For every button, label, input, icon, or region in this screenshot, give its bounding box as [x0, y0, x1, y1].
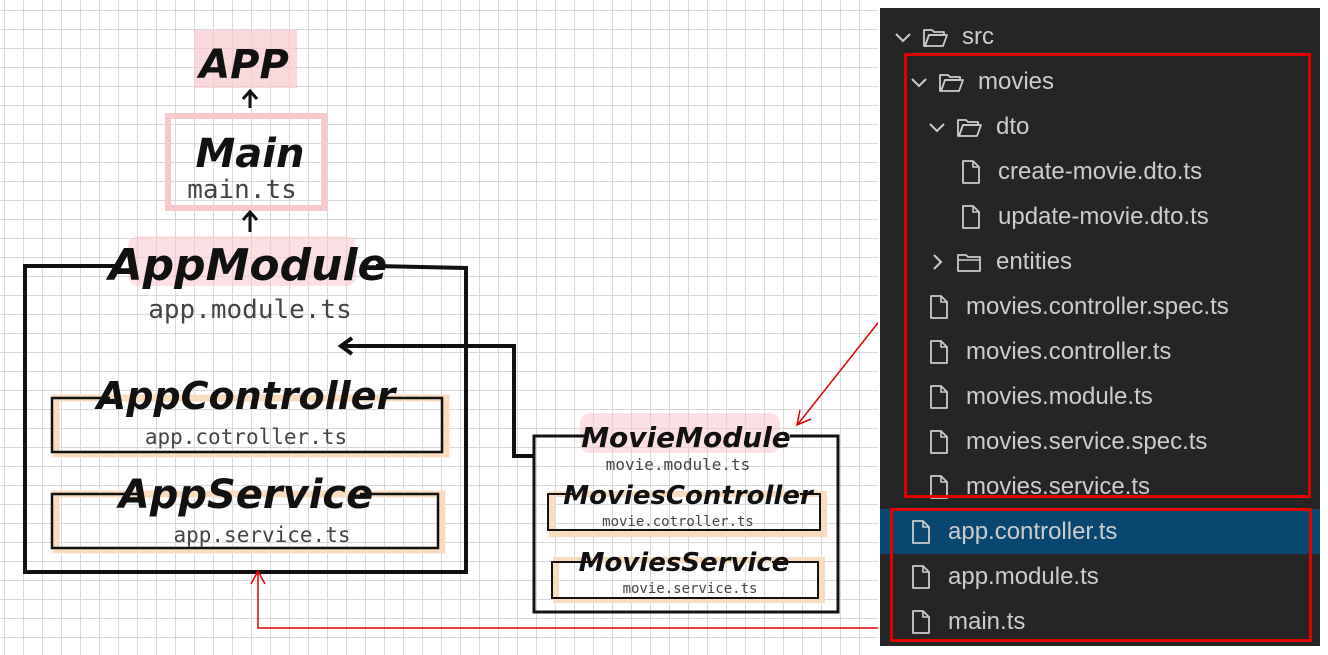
tree-item-label: app.module.ts — [948, 562, 1099, 590]
file-icon — [926, 474, 952, 500]
chevron-right-icon[interactable] — [926, 251, 948, 273]
appcontroller-box — [50, 394, 450, 458]
arrow-moviemodule-to-appmodule — [337, 336, 534, 458]
tree-item-label: src — [962, 22, 994, 50]
folder-item-dto[interactable]: dto — [880, 104, 1320, 149]
moviemodule-file: movie.module.ts — [606, 455, 751, 474]
folder-item-movies[interactable]: movies — [880, 59, 1320, 104]
chevron-down-icon[interactable] — [926, 116, 948, 138]
file-icon — [926, 384, 952, 410]
tree-item-label: movies.service.spec.ts — [966, 427, 1208, 455]
app-title: APP — [196, 42, 289, 88]
tree-item-label: update-movie.dto.ts — [998, 202, 1209, 230]
appmodule-highlight — [128, 236, 356, 286]
file-icon — [926, 339, 952, 365]
file-item-main-ts[interactable]: main.ts — [880, 599, 1320, 644]
file-item-movies-controller-ts[interactable]: movies.controller.ts — [880, 329, 1320, 374]
tree-item-label: entities — [996, 247, 1073, 275]
red-arrow-app-files — [250, 569, 878, 629]
file-item-movies-controller-spec-ts[interactable]: movies.controller.spec.ts — [880, 284, 1320, 329]
folder-open-icon — [938, 69, 964, 95]
arrow-main-to-app — [241, 88, 259, 108]
folder-open-icon — [922, 24, 948, 50]
file-item-movies-service-spec-ts[interactable]: movies.service.spec.ts — [880, 419, 1320, 464]
file-icon — [908, 519, 934, 545]
tree-item-label: movies.service.ts — [966, 472, 1151, 500]
file-item-movies-module-ts[interactable]: movies.module.ts — [880, 374, 1320, 419]
tree-item-label: movies.module.ts — [966, 382, 1153, 410]
moviemodule-title: MovieModule — [581, 421, 791, 454]
diagram-canvas: APP Main main.ts AppModule app.module.ts… — [23, 30, 878, 629]
chevron-down-icon[interactable] — [892, 26, 914, 48]
file-icon — [926, 294, 952, 320]
appservice-title: AppService — [116, 472, 374, 518]
moviesservice-file: movie.service.ts — [623, 581, 758, 597]
tree-item-label: movies.controller.spec.ts — [966, 292, 1229, 320]
appcontroller-title: AppController — [94, 374, 398, 418]
file-item-create-movie-dto-ts[interactable]: create-movie.dto.ts — [880, 149, 1320, 194]
file-icon — [958, 204, 984, 230]
file-item-app-module-ts[interactable]: app.module.ts — [880, 554, 1320, 599]
architecture-diagram: APP Main main.ts AppModule app.module.ts… — [0, 0, 878, 655]
main-file: main.ts — [187, 175, 297, 205]
appmodule-frame — [23, 264, 468, 574]
moviescontroller-title: MoviesController — [563, 481, 815, 511]
folder-open-icon — [956, 114, 982, 140]
appmodule-file: app.module.ts — [148, 295, 352, 325]
folder-item-entities[interactable]: entities — [880, 239, 1320, 284]
file-item-movies-service-ts[interactable]: movies.service.ts — [880, 464, 1320, 509]
tree-item-label: movies.controller.ts — [966, 337, 1172, 365]
moviesservice-title: MoviesService — [579, 548, 790, 578]
tree-item-label: main.ts — [948, 607, 1026, 635]
file-item-app-controller-ts[interactable]: app.controller.ts — [880, 509, 1320, 554]
arrow-appmodule-to-main — [241, 209, 259, 232]
file-icon — [926, 429, 952, 455]
moviemodule-highlight — [580, 413, 780, 453]
tree-item-label: create-movie.dto.ts — [998, 157, 1203, 185]
chevron-down-icon[interactable] — [908, 71, 930, 93]
appmodule-title: AppModule — [106, 240, 388, 291]
tree-item-label: app.controller.ts — [948, 517, 1118, 545]
app-highlight — [194, 30, 297, 88]
red-arrow-movies-folder — [795, 321, 878, 427]
file-explorer: src movies dto create-movie.dto.ts update-mo… — [880, 8, 1320, 646]
file-icon — [958, 159, 984, 185]
main-highlight — [165, 113, 327, 211]
file-icon — [908, 609, 934, 635]
moviemodule-frame — [532, 434, 840, 614]
moviesservice-box — [551, 557, 825, 603]
moviescontroller-file: movie.cotroller.ts — [602, 514, 754, 530]
tree-item-label: dto — [996, 112, 1030, 140]
appcontroller-file: app.cotroller.ts — [145, 425, 347, 449]
main-title: Main — [196, 131, 305, 177]
file-item-update-movie-dto-ts[interactable]: update-movie.dto.ts — [880, 194, 1320, 239]
file-icon — [908, 564, 934, 590]
folder-item-src[interactable]: src — [880, 14, 1320, 59]
folder-icon — [956, 249, 982, 275]
tree-item-label: movies — [978, 67, 1055, 95]
appservice-file: app.service.ts — [173, 523, 350, 547]
appservice-box — [50, 490, 446, 554]
moviescontroller-box — [547, 491, 827, 537]
